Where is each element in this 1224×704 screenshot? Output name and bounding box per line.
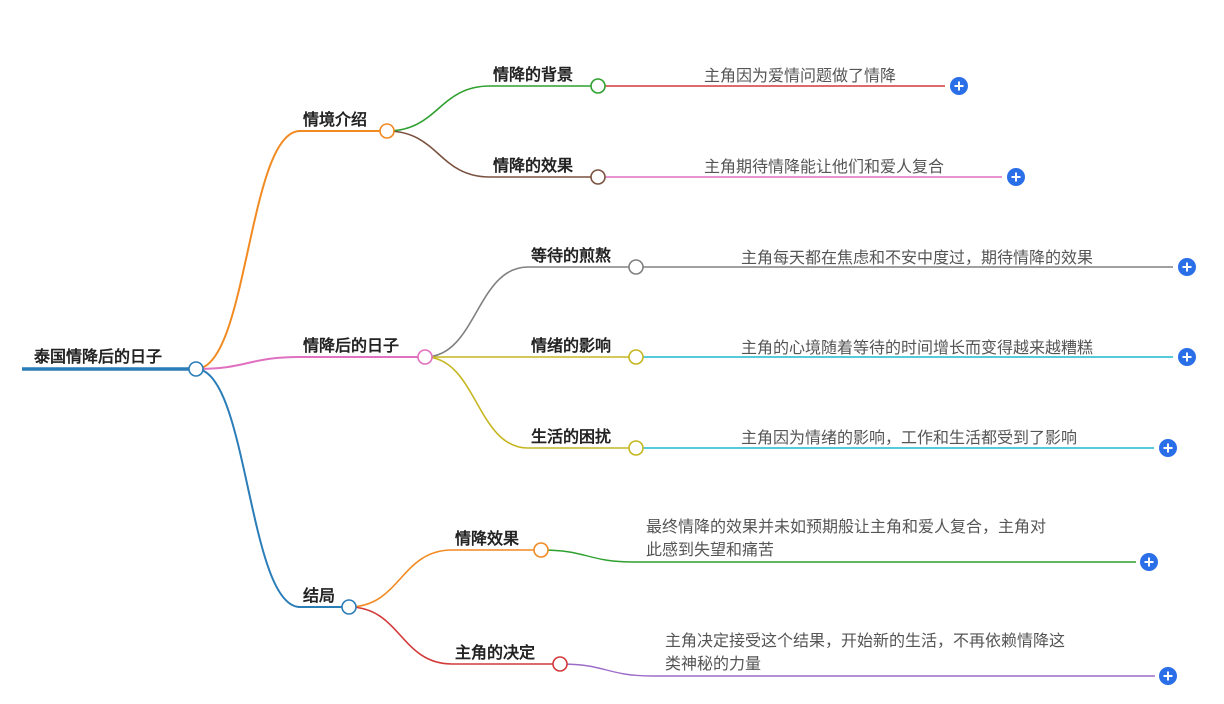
detail-connector (559, 663, 654, 677)
expand-button[interactable] (1140, 553, 1158, 571)
node-circles[interactable] (188, 77, 1196, 685)
detail-text: 主角因为情绪的影响，工作和生活都受到了影响 (741, 428, 1077, 447)
child-node[interactable] (628, 259, 644, 275)
detail-text: 主角因为爱情问题做了情降 (704, 66, 896, 85)
detail-text: 主角每天都在焦虑和不安中度过，期待情降的效果 (741, 248, 1093, 267)
child-label: 情降的背景 (493, 65, 573, 84)
child-node[interactable] (590, 78, 606, 94)
root-label: 泰国情降后的日子 (33, 347, 162, 366)
child-node[interactable] (533, 542, 549, 558)
detail-connector (540, 549, 635, 563)
child-connector (424, 356, 529, 449)
child-connector (348, 549, 453, 608)
expand-button[interactable] (1178, 348, 1196, 366)
child-connector (424, 266, 529, 358)
detail-text: 主角决定接受这个结果，开始新的生活，不再依赖情降这 (665, 631, 1065, 650)
child-label: 等待的煎熬 (530, 246, 611, 265)
child-connector (386, 85, 491, 132)
branch-connector (195, 356, 301, 370)
child-node[interactable] (628, 349, 644, 365)
branch-node[interactable] (341, 599, 357, 615)
expand-button[interactable] (1159, 667, 1177, 685)
child-label: 情降的效果 (493, 156, 573, 175)
child-node[interactable] (628, 440, 644, 456)
expand-button[interactable] (1159, 439, 1177, 457)
child-connector (386, 130, 491, 178)
child-label: 主角的决定 (455, 643, 535, 662)
child-node[interactable] (590, 169, 606, 185)
branch-connector (195, 130, 301, 370)
branch-label: 结局 (302, 586, 335, 605)
detail-text: 主角期待情降能让他们和爱人复合 (704, 157, 944, 176)
child-connector (348, 606, 453, 665)
child-label: 情绪的影响 (531, 336, 611, 355)
branch-label: 情境介绍 (303, 110, 367, 129)
expand-button[interactable] (1007, 168, 1025, 186)
child-label: 生活的困扰 (531, 427, 611, 446)
child-node[interactable] (552, 656, 568, 672)
branch-node[interactable] (379, 123, 395, 139)
connector-lines (22, 85, 1173, 677)
child-label: 情降效果 (455, 529, 519, 548)
root-node[interactable] (188, 361, 204, 377)
branch-node[interactable] (417, 349, 433, 365)
expand-button[interactable] (1178, 258, 1196, 276)
detail-text: 类神秘的力量 (665, 654, 761, 673)
detail-text: 主角的心境随着等待的时间增长而变得越来越糟糕 (741, 338, 1093, 357)
detail-text: 最终情降的效果并未如预期般让主角和爱人复合，主角对 (646, 517, 1046, 536)
branch-label: 情降后的日子 (303, 336, 399, 355)
expand-button[interactable] (950, 77, 968, 95)
branch-connector (195, 368, 301, 608)
detail-text: 此感到失望和痛苦 (646, 540, 774, 559)
